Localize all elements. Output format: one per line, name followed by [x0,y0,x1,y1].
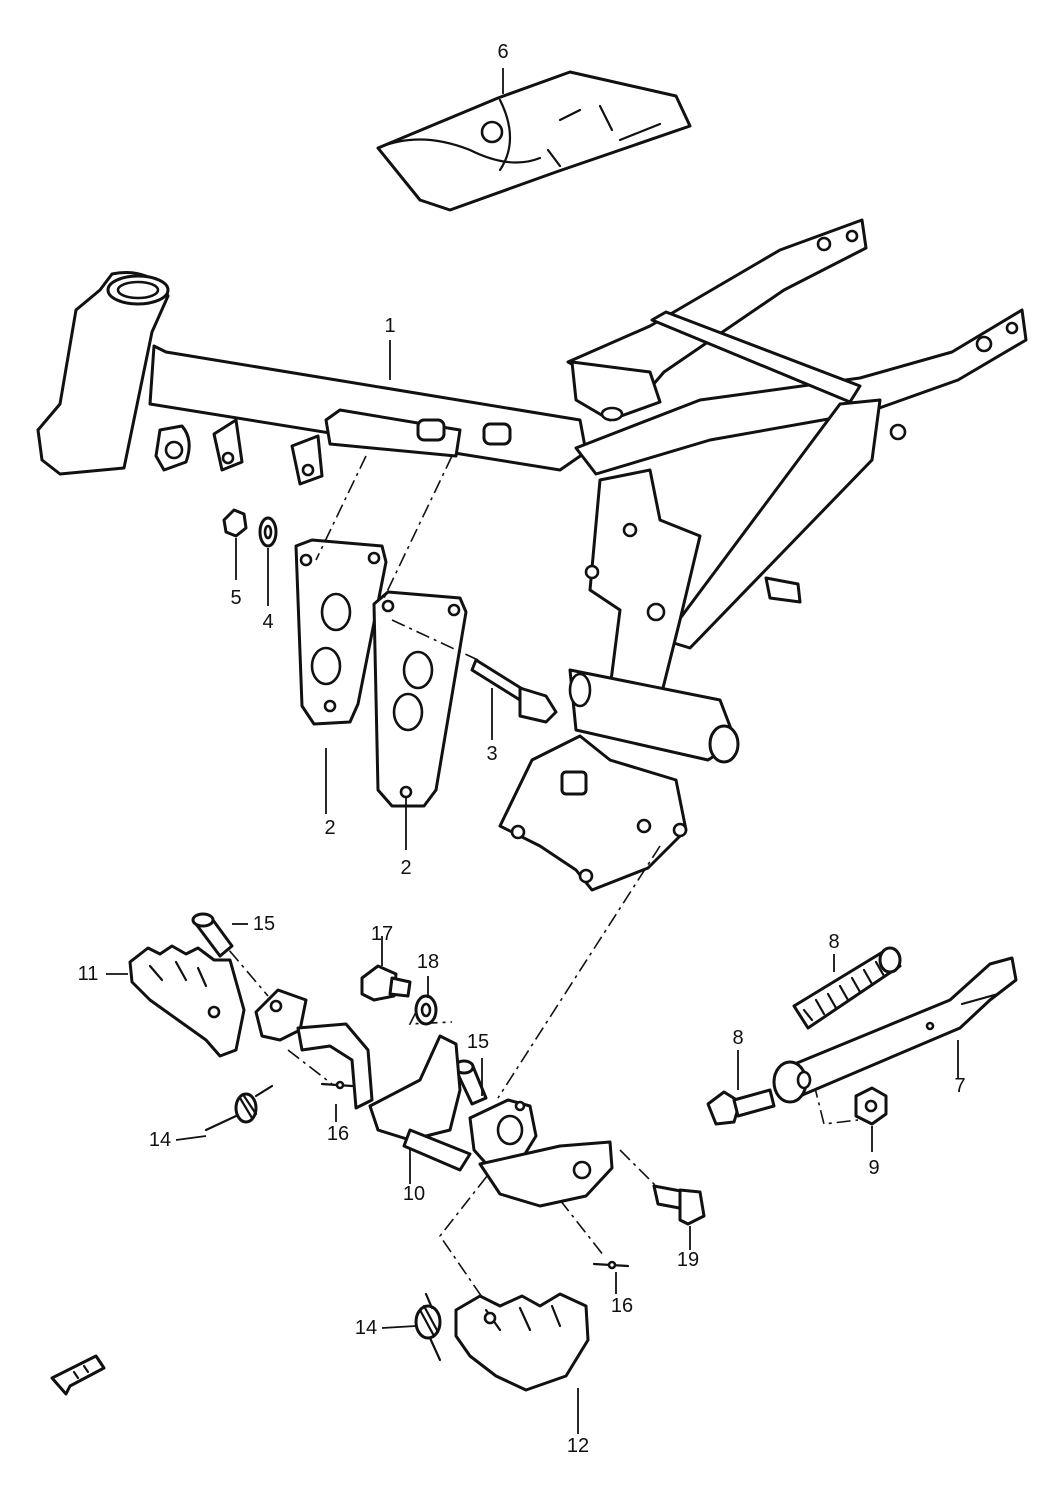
part-7-side-stand [772,956,1018,1104]
callout-9: 8 [732,1027,743,1049]
front-arrow-icon [50,1354,106,1396]
callout-17: 17 [371,923,393,945]
callout-18: 18 [417,951,439,973]
callout-16a: 16 [327,1123,349,1145]
part-19-bolt [652,1184,706,1226]
callout-7: 7 [954,1075,965,1097]
callout-5: 5 [230,587,241,609]
part-8-spring [792,946,902,1030]
assembly-lines [211,455,859,1301]
callout-14a: 14 [149,1129,171,1151]
callout-11: 10 [403,1183,425,1205]
part-15-pin-left [191,912,234,958]
part-1-main-frame [36,218,1028,892]
callout-10: 9 [868,1157,879,1179]
part-3-bolt [470,658,558,724]
part-16-cotter-pin-left [320,1080,354,1090]
part-14-spring-lower [414,1292,442,1362]
part-14-spring-upper [204,1084,274,1132]
part-9-bolt [706,1088,776,1126]
part-13-footrest-right [454,1292,590,1392]
part-16-cotter-pin-right [592,1260,630,1270]
callout-labels: 6 1 5 4 3 2 2 15 17 8 18 11 15 8 7 16 14… [78,41,966,1457]
part-4-washer [258,516,278,548]
callout-8: 8 [828,931,839,953]
callout-13: 12 [567,1435,589,1457]
part-10-nut [854,1086,888,1126]
callout-16b: 16 [611,1295,633,1317]
callout-19: 19 [677,1249,699,1271]
part-17-bolt [360,964,412,1002]
callout-4: 4 [262,611,273,633]
callout-14b: 14 [355,1317,377,1339]
callout-2a: 2 [324,817,335,839]
part-2-engine-bracket-left [294,538,388,726]
part-6-frame-cover [376,70,692,212]
callout-15a: 15 [253,913,275,935]
part-18-washer [414,994,438,1026]
callout-15b: 15 [467,1031,489,1053]
leader-lines [106,68,959,1434]
part-11-footrest-bracket [254,988,614,1208]
callout-2b: 2 [400,857,411,879]
callout-6: 6 [497,41,508,63]
part-5-nut [222,508,248,538]
callout-3: 3 [486,743,497,765]
callout-1: 1 [384,315,395,337]
part-2-engine-bracket-right [372,590,468,808]
callout-12: 11 [78,963,99,985]
part-12-footrest-left [128,944,246,1058]
